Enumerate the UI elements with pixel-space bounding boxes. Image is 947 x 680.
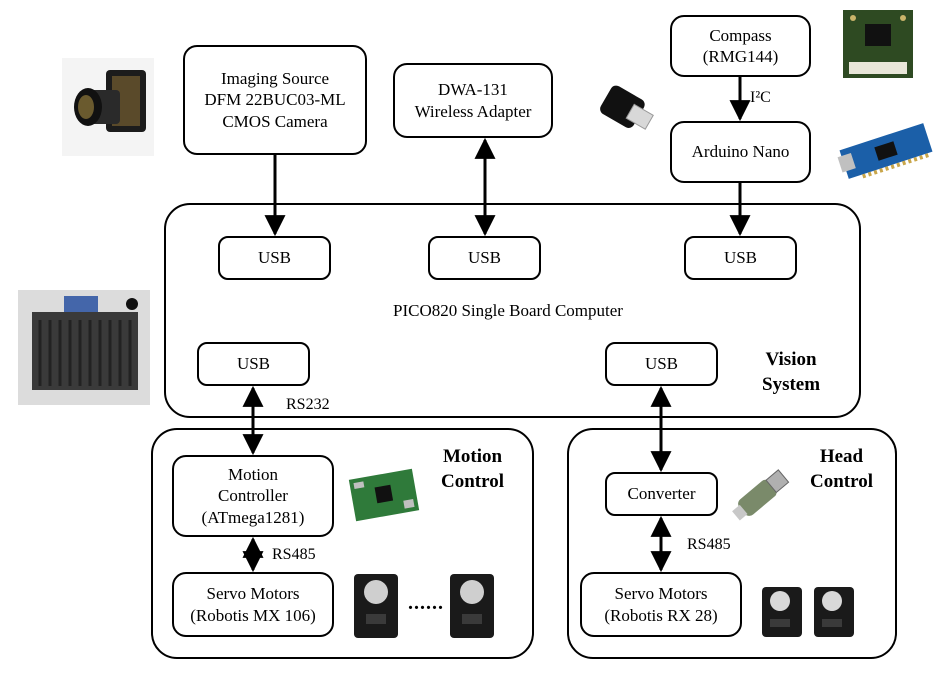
servo-motors-mx106-box: Servo Motors (Robotis MX 106) — [172, 572, 334, 637]
converter-box: Converter — [605, 472, 718, 516]
motion-control-group — [151, 428, 534, 659]
usb-port-motion: USB — [197, 342, 310, 386]
usb-port-camera: USB — [218, 236, 331, 280]
i2c-label: I²C — [750, 89, 771, 106]
usb-port-arduino: USB — [684, 236, 797, 280]
servo-ellipsis: ...... — [408, 592, 444, 614]
usb-port-wireless: USB — [428, 236, 541, 280]
camera-photo — [62, 58, 154, 156]
vision-system-title: Vision System — [762, 349, 821, 395]
sbc-board-photo — [18, 290, 150, 405]
wireless-adapter-box: DWA-131 Wireless Adapter — [393, 63, 553, 138]
head-control-group — [567, 428, 897, 659]
motion-control-title: Motion Control — [441, 446, 504, 492]
motion-controller-board-photo — [348, 468, 420, 522]
servo-mx106-photo — [354, 574, 494, 638]
wireless-adapter-photo — [590, 78, 658, 142]
rs485-motion-label: RS485 — [272, 546, 316, 563]
camera-box: Imaging Source DFM 22BUC03-ML CMOS Camer… — [183, 45, 367, 155]
head-control-title: Head Control — [810, 446, 873, 492]
pico820-label: PICO820 Single Board Computer — [393, 301, 623, 320]
pico820-sbc-group — [164, 203, 861, 418]
compass-box: Compass (RMG144) — [670, 15, 811, 77]
usb-port-head: USB — [605, 342, 718, 386]
rs232-label: RS232 — [286, 396, 330, 413]
rs485-head-label: RS485 — [687, 536, 731, 553]
usb-serial-converter-photo — [732, 469, 790, 521]
motion-controller-box: Motion Controller (ATmega1281) — [172, 455, 334, 537]
arduino-nano-photo — [836, 112, 936, 190]
servo-rx28-photo — [762, 587, 854, 637]
arduino-nano-box: Arduino Nano — [670, 121, 811, 183]
compass-board-photo — [843, 10, 913, 78]
servo-motors-rx28-box: Servo Motors (Robotis RX 28) — [580, 572, 742, 637]
